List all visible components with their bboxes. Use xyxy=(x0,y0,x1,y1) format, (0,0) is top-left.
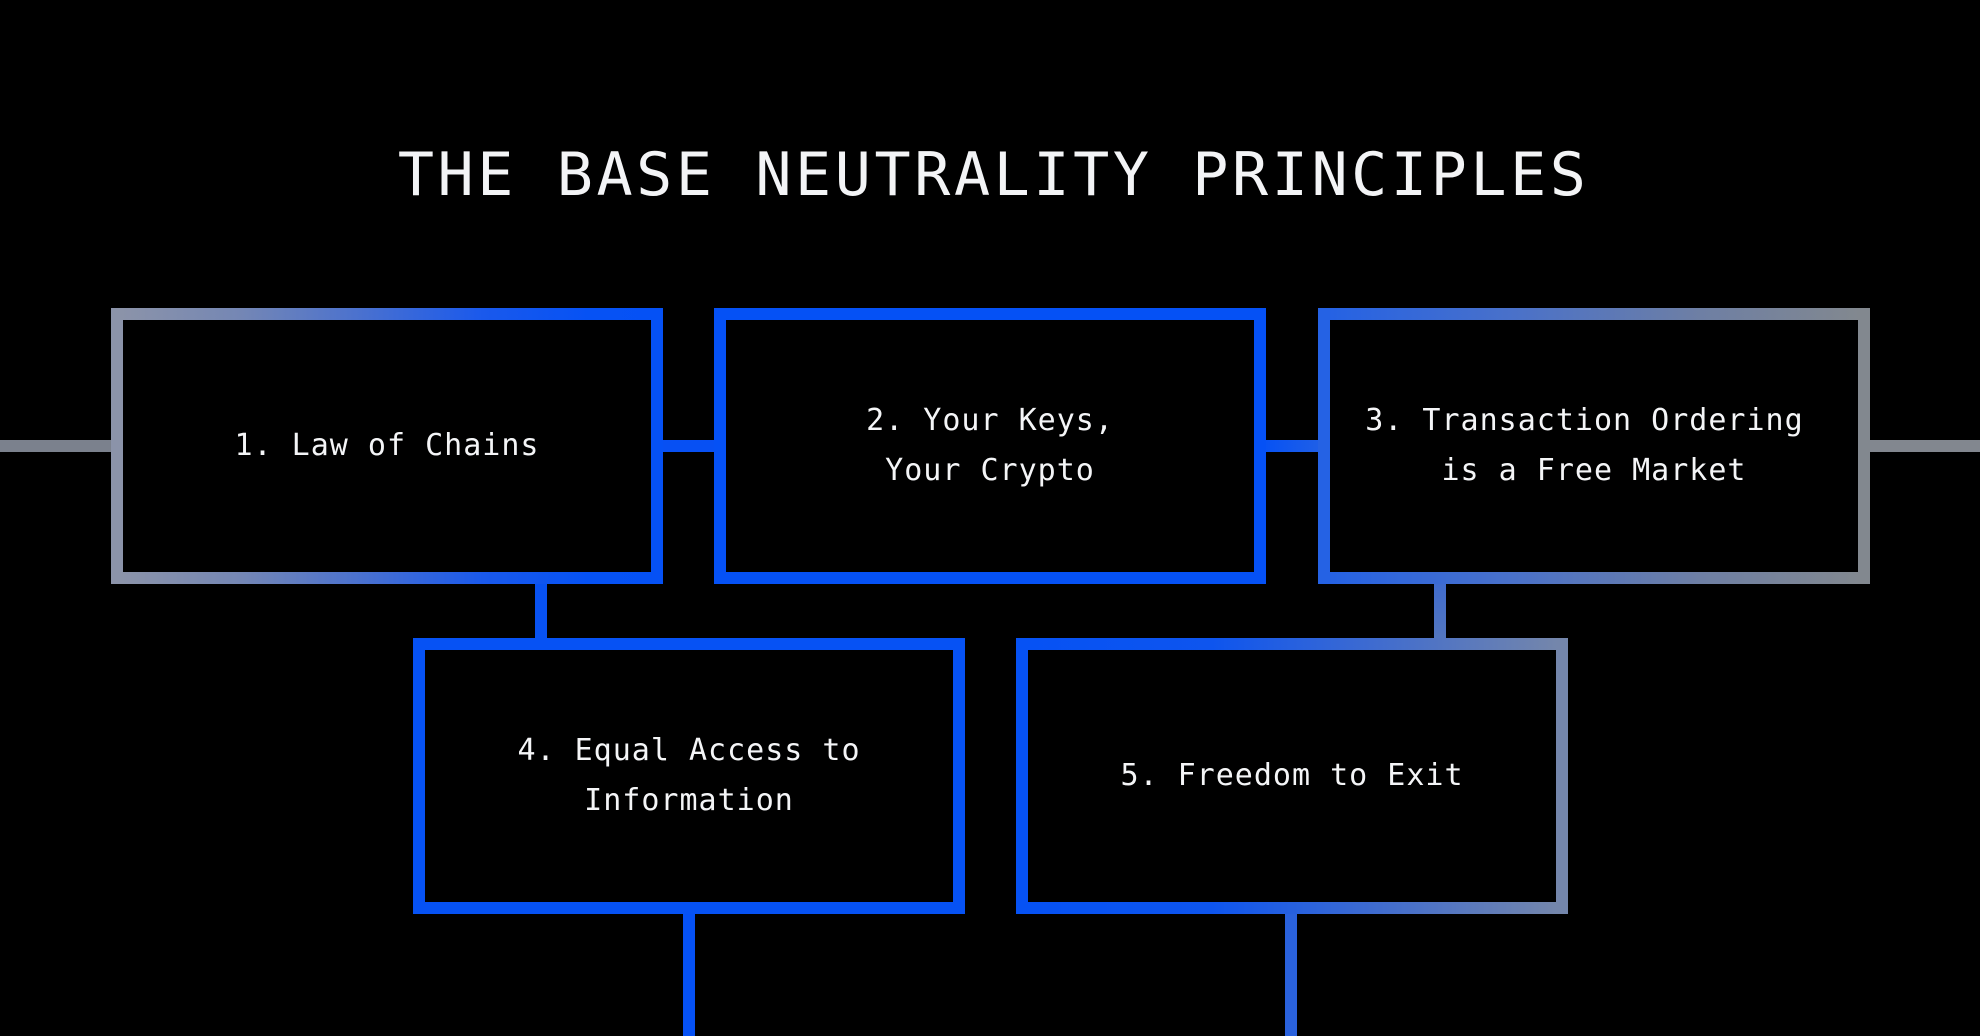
principle-label: 2. Your Keys, Your Crypto xyxy=(866,403,1114,488)
principle-box-transaction-ordering: 3. Transaction Ordering is a Free Market xyxy=(1318,308,1870,584)
connector-box1-box4 xyxy=(535,578,547,644)
connector-box3-box5 xyxy=(1434,578,1446,644)
principle-label: 3. Transaction Ordering is a Free Market xyxy=(1365,403,1804,488)
principle-box-freedom-to-exit: 5. Freedom to Exit xyxy=(1016,638,1568,914)
principle-label: 4. Equal Access to Information xyxy=(517,733,861,818)
principle-box-equal-access: 4. Equal Access to Information xyxy=(413,638,965,914)
connector-box1-box2 xyxy=(657,440,720,452)
principle-box-law-of-chains: 1. Law of Chains xyxy=(111,308,663,584)
diagram-title: THE BASE NEUTRALITY PRINCIPLES xyxy=(397,140,1590,210)
connector-box5-bottom-edge xyxy=(1285,908,1297,1036)
principle-label: 1. Law of Chains xyxy=(234,428,540,463)
principle-label: 5. Freedom to Exit xyxy=(1120,758,1464,793)
connector-box2-box3 xyxy=(1260,440,1324,452)
principle-box-your-keys-your-crypto: 2. Your Keys, Your Crypto xyxy=(714,308,1266,584)
connector-left-edge xyxy=(0,440,117,452)
connector-right-edge xyxy=(1862,440,1980,452)
connector-box4-bottom-edge xyxy=(683,908,695,1036)
